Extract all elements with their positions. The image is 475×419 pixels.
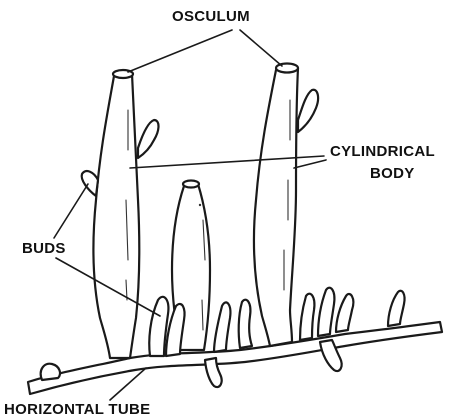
bud-8 <box>388 291 405 326</box>
leader-osculum-left <box>128 30 232 72</box>
label-body: BODY <box>370 165 415 182</box>
middle-body-dot <box>199 204 201 206</box>
left-body-bud-right <box>138 120 159 158</box>
bud-6 <box>318 288 334 336</box>
leader-osculum-right <box>240 30 282 66</box>
leader-buds-up <box>54 184 88 238</box>
horizontal-tube-outline <box>28 322 442 394</box>
leader-cylindrical-right <box>294 160 326 168</box>
left-body-bud-left <box>82 171 98 196</box>
bud-7 <box>336 294 353 332</box>
label-buds: BUDS <box>22 240 66 257</box>
stolon-left-knob <box>41 364 60 380</box>
label-osculum: OSCULUM <box>172 8 250 25</box>
middle-osculum <box>183 181 199 188</box>
left-body-outline <box>93 74 139 358</box>
right-osculum <box>276 64 298 73</box>
label-horizontal-tube: HORIZONTAL TUBE <box>4 401 150 418</box>
bud-3 <box>214 302 230 352</box>
bud-5 <box>300 294 314 340</box>
right-body-bud <box>298 90 318 132</box>
bud-4 <box>239 300 252 348</box>
label-cylindrical: CYLINDRICAL <box>330 143 435 160</box>
right-body-outline <box>254 68 298 346</box>
horizontal-tube <box>28 322 442 394</box>
left-cylindrical-body <box>82 70 159 358</box>
